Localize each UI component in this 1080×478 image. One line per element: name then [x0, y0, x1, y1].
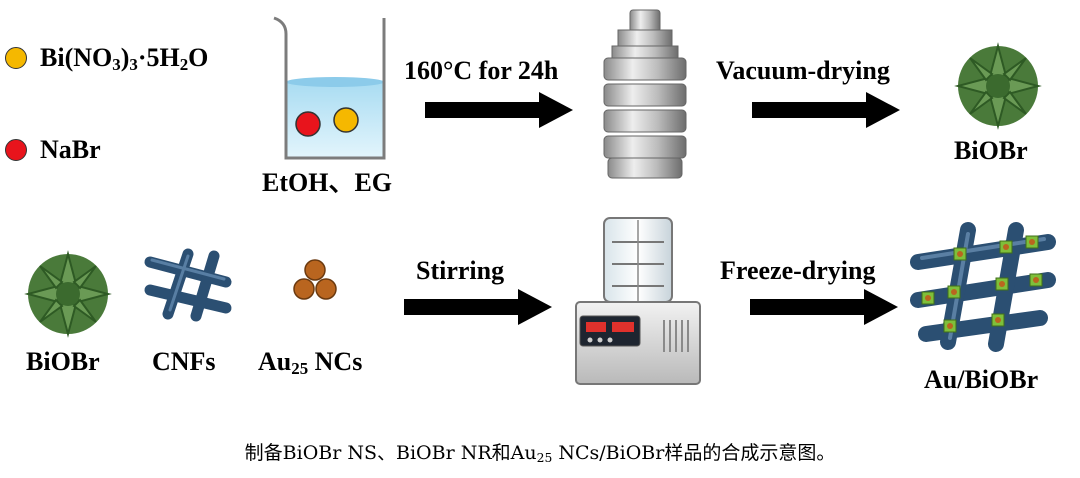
nabr-label: NaBr [40, 135, 101, 164]
product1-label: BiOBr [954, 136, 1028, 165]
arrow3-icon [404, 289, 552, 325]
arrow4-icon [750, 289, 898, 325]
autoclave-icon [603, 9, 687, 179]
arrow4-label: Freeze-drying [720, 256, 876, 285]
arrow2-icon [752, 92, 900, 128]
freeze-dryer-icon [575, 217, 701, 385]
bi-nitrate-label: Bi(NO3)3·5H2O [40, 43, 209, 75]
figure-caption: 制备BiOBr NS、BiOBr NR和Au25 NCs/BiOBr样品的合成示… [244, 442, 836, 466]
reagent-au-label: Au25 NCs [258, 347, 363, 379]
cnf-icon [144, 248, 232, 322]
arrow1-label: 160°C for 24h [404, 56, 559, 85]
au-nc-icon [293, 259, 337, 300]
product2-label: Au/BiOBr [924, 365, 1039, 394]
au-biobr-composite-icon [910, 222, 1056, 352]
reagent-cnfs-label: CNFs [152, 347, 216, 376]
beaker-label: EtOH、EG [262, 168, 393, 197]
arrow3-label: Stirring [416, 256, 505, 285]
biobr-flower-icon-2 [24, 250, 112, 338]
arrow1-icon [425, 92, 573, 128]
arrow2-label: Vacuum-drying [716, 56, 890, 85]
bi-nitrate-dot [5, 47, 27, 69]
nabr-dot [5, 139, 27, 161]
beaker-icon [273, 16, 386, 160]
biobr-flower-icon [954, 42, 1042, 130]
reagent-biobr-label: BiOBr [26, 347, 100, 376]
